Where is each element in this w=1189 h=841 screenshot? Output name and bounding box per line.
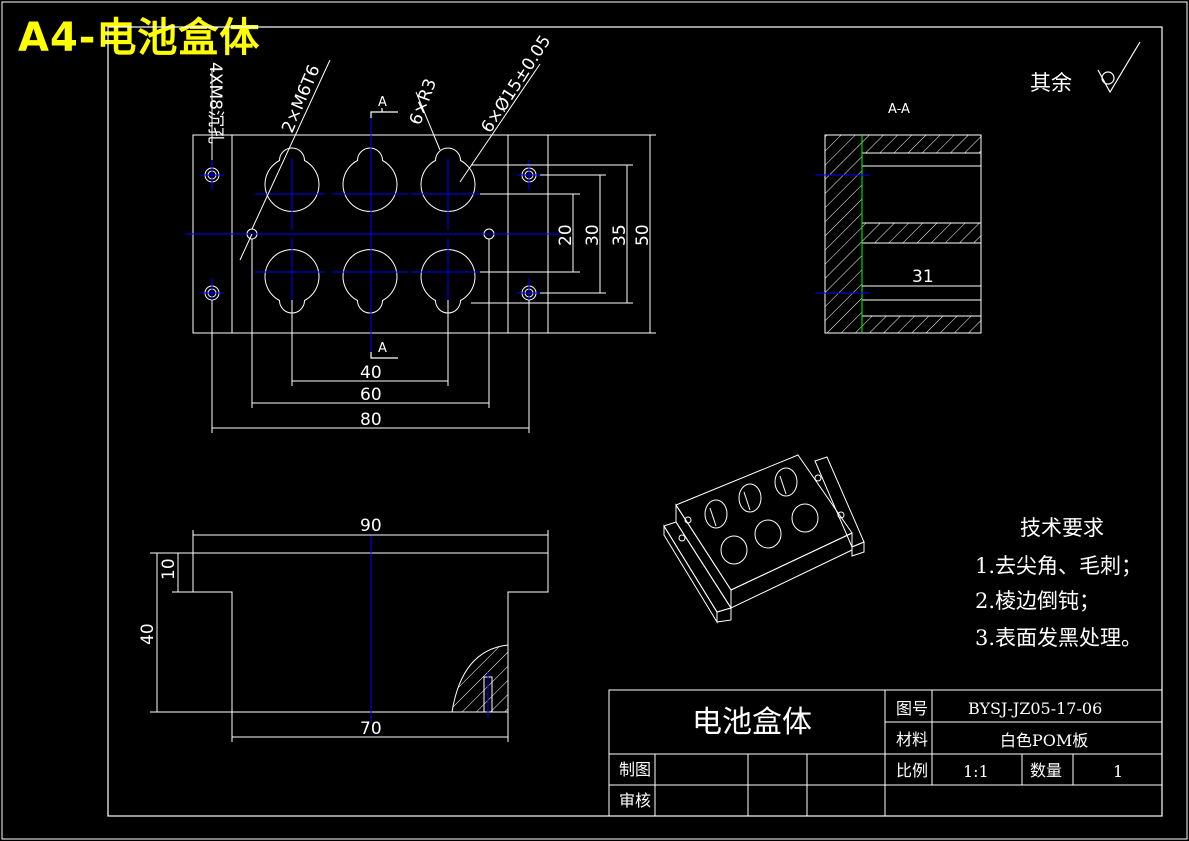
dim-front-h1: 40 <box>360 363 382 383</box>
dim-section-depth: 31 <box>912 267 934 287</box>
dim-front-v1: 20 <box>556 224 576 246</box>
inner-frame <box>107 26 1163 817</box>
roughness-symbol <box>1097 41 1141 94</box>
roughness-label: 其余 <box>1030 71 1072 95</box>
dim-front-v3: 35 <box>610 224 630 246</box>
tb-drawn-label: 制图 <box>619 760 651 779</box>
section-mark-bottom: A <box>378 341 387 356</box>
dim-front-h3: 80 <box>360 410 382 430</box>
tb-qty: 1 <box>1113 762 1123 781</box>
dim-front-v4: 50 <box>633 224 653 246</box>
callout-leaders <box>211 59 541 261</box>
sheet-title: A4-电池盒体 <box>18 15 261 61</box>
tb-scale: 1:1 <box>963 762 989 781</box>
dim-side-width-bottom: 70 <box>360 719 382 739</box>
tb-material: 白色POM板 <box>1000 731 1088 750</box>
callout-bores: 6×Ø15±0.05 <box>477 32 555 137</box>
tb-part-name: 电池盒体 <box>692 705 812 740</box>
section-mark-top: A <box>378 95 387 110</box>
side-dimension-lines <box>150 530 549 742</box>
side-view-cut-hatch <box>452 645 508 712</box>
front-dimension-lines <box>211 134 656 433</box>
isometric-view <box>663 454 865 624</box>
section-cut-marks <box>370 108 398 359</box>
section-label: A-A <box>888 102 910 117</box>
tb-checked-label: 审核 <box>619 791 651 810</box>
tech-item-2: 2.棱边倒钝； <box>975 589 1100 613</box>
tech-heading: 技术要求 <box>1020 516 1104 540</box>
section-view <box>815 134 982 334</box>
tb-qty-label: 数量 <box>1030 761 1062 780</box>
dim-front-h2: 60 <box>360 385 382 405</box>
dim-side-width-top: 90 <box>360 516 382 536</box>
tech-item-1: 1.去尖角、毛刺； <box>975 554 1142 578</box>
callout-thread-holes: 2×M6T6 <box>278 62 324 136</box>
dim-side-height: 40 <box>138 623 158 645</box>
tech-item-3: 3.表面发黑处理。 <box>975 626 1142 650</box>
title-block-grid <box>608 689 1163 817</box>
tb-drawing-no-label: 图号 <box>896 699 928 718</box>
tb-material-label: 材料 <box>896 730 928 749</box>
tb-scale-label: 比例 <box>896 761 928 780</box>
dim-front-v2: 30 <box>583 224 603 246</box>
callout-small-holes: 6×R3 <box>406 76 441 128</box>
dim-side-flange: 10 <box>159 558 179 580</box>
callout-left-holes: 4XM8沉孔 <box>205 62 225 144</box>
tb-drawing-no: BYSJ-JZ05-17-06 <box>968 699 1102 718</box>
